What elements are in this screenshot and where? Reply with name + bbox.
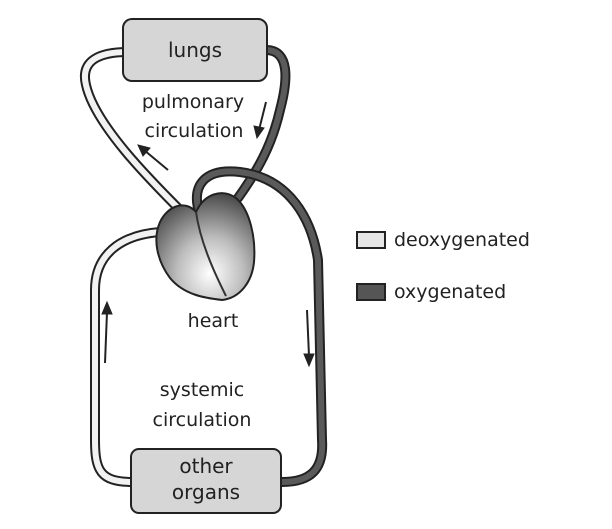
legend-swatch-deoxygenated [356,231,386,249]
heart-label: heart [188,310,239,332]
other-organs-label-line2: organs [172,480,240,504]
legend-item-oxygenated: oxygenated [356,281,506,303]
pulmonary-label-line2: circulation [145,120,244,142]
pulmonary-label-line1: pulmonary [142,91,244,113]
systemic-outflow-arrow [303,309,315,368]
systemic-label-line2: circulation [153,409,252,431]
legend-label-oxygenated: oxygenated [394,281,506,303]
systemic-label-line1: systemic [160,379,244,401]
systemic-return-arrow [101,300,113,364]
oxygenated-vessels [191,45,328,487]
pulmonary-outflow-arrow [137,144,169,171]
legend: deoxygenated oxygenated [356,229,530,303]
heart-shape [155,192,256,302]
flow-arrows [101,101,315,368]
pulmonary-return-arrow [253,101,267,140]
other-organs-box: other organs [130,448,282,514]
deoxygenated-vessels [79,47,188,487]
other-organs-label-line1: other [179,454,233,478]
lungs-box: lungs [122,18,268,82]
legend-label-deoxygenated: deoxygenated [394,229,530,251]
legend-item-deoxygenated: deoxygenated [356,229,530,251]
legend-swatch-oxygenated [356,283,386,301]
lungs-label: lungs [168,38,222,62]
